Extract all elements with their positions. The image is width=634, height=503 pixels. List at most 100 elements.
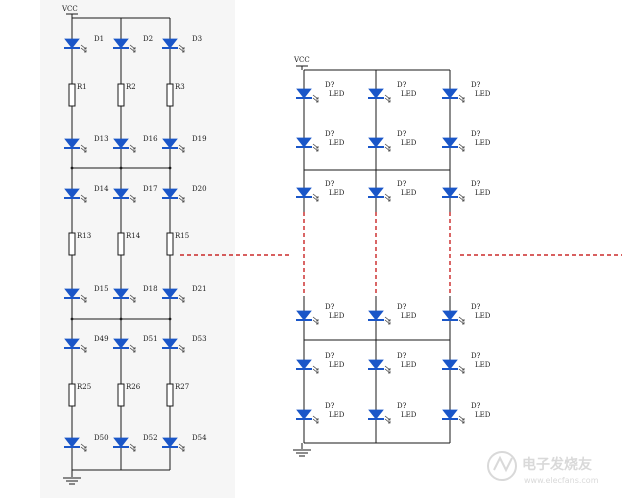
- arrow-head: [388, 319, 391, 322]
- diode-triangle: [64, 38, 80, 49]
- diode-triangle: [162, 338, 178, 349]
- diode-label: D2: [143, 35, 153, 43]
- arrow-head: [84, 449, 87, 452]
- led-diode: [113, 188, 136, 203]
- arrow-stroke: [178, 47, 185, 53]
- arrow-head: [182, 197, 185, 200]
- diode-value-label: LED: [475, 312, 491, 320]
- diode-value-label: LED: [329, 189, 345, 197]
- arrow-stroke: [129, 147, 136, 153]
- diode-label: D18: [143, 285, 158, 293]
- arrow-head: [316, 149, 319, 152]
- arrow-stroke: [80, 294, 87, 300]
- diode-value-label: LED: [401, 90, 417, 98]
- arrow-head: [84, 150, 87, 153]
- arrow-stroke: [129, 446, 136, 452]
- arrow-head: [316, 421, 319, 424]
- elecfans-watermark: 电子发烧友 www.elecfans.com: [487, 451, 599, 485]
- diode-label: D21: [192, 285, 207, 293]
- diode-value-label: LED: [475, 90, 491, 98]
- arrow-head: [133, 350, 136, 353]
- emission-arrows-icon: [458, 143, 465, 152]
- arrow-stroke: [384, 365, 391, 371]
- arrow-stroke: [178, 297, 185, 303]
- resistor: [117, 232, 125, 256]
- arrow-head: [462, 322, 465, 325]
- arrow-head: [133, 200, 136, 203]
- emission-arrows-icon: [178, 194, 185, 203]
- arrow-head: [182, 449, 185, 452]
- arrow-stroke: [80, 344, 87, 350]
- arrow-stroke: [458, 316, 465, 322]
- arrow-stroke: [178, 443, 185, 449]
- diode-triangle: [368, 137, 384, 148]
- arrow-head: [84, 300, 87, 303]
- arrow-stroke: [80, 147, 87, 153]
- arrow-head: [182, 300, 185, 303]
- diode-triangle: [442, 88, 458, 99]
- arrow-stroke: [80, 443, 87, 449]
- arrow-stroke: [178, 44, 185, 50]
- arrow-stroke: [80, 446, 87, 452]
- emission-arrows-icon: [129, 194, 136, 203]
- arrow-stroke: [129, 197, 136, 203]
- emission-arrows-icon: [80, 443, 87, 452]
- arrow-stroke: [129, 294, 136, 300]
- arrow-head: [133, 147, 136, 150]
- resistor: [166, 232, 174, 256]
- arrow-head: [84, 197, 87, 200]
- diode-label: D14: [94, 185, 109, 193]
- arrow-stroke: [178, 344, 185, 350]
- arrow-head: [133, 300, 136, 303]
- resistor-label: R26: [126, 383, 141, 391]
- diode-ref-label: D?: [471, 352, 481, 360]
- arrow-stroke: [384, 196, 391, 202]
- arrow-stroke: [458, 196, 465, 202]
- arrow-head: [133, 449, 136, 452]
- emission-arrows-icon: [178, 44, 185, 53]
- arrow-head: [182, 350, 185, 353]
- resistor-label: R25: [77, 383, 91, 391]
- diode-triangle: [296, 187, 312, 198]
- arrow-head: [316, 199, 319, 202]
- resistor: [68, 83, 76, 107]
- arrow-stroke: [129, 44, 136, 50]
- arrow-stroke: [312, 143, 319, 149]
- led-diode: [64, 288, 87, 303]
- arrow-head: [84, 50, 87, 53]
- arrow-head: [182, 446, 185, 449]
- diode-triangle: [113, 288, 129, 299]
- diode-triangle: [442, 409, 458, 420]
- led-diode: [162, 38, 185, 53]
- circuit-b: VCC D?LEDD?LEDD?LEDD?LEDD?LEDD?LEDD?LEDD…: [293, 56, 491, 457]
- arrow-stroke: [458, 143, 465, 149]
- diode-triangle: [296, 88, 312, 99]
- diode-triangle: [162, 138, 178, 149]
- led-diode: [442, 359, 465, 374]
- diode-triangle: [162, 188, 178, 199]
- emission-arrows-icon: [312, 143, 319, 152]
- emission-arrows-icon: [178, 443, 185, 452]
- led-diode: [442, 409, 465, 424]
- diode-triangle: [113, 38, 129, 49]
- diode-triangle: [162, 38, 178, 49]
- arrow-stroke: [178, 347, 185, 353]
- emission-arrows-icon: [458, 193, 465, 202]
- emission-arrows-icon: [129, 44, 136, 53]
- circuit-a: VCC D1D13D14D15D49D50R1R13R25D2D16D17D18…: [61, 5, 207, 485]
- resistor-label: R2: [126, 83, 136, 91]
- emission-arrows-icon: [312, 415, 319, 424]
- arrow-head: [388, 371, 391, 374]
- led-diode: [296, 187, 319, 202]
- diode-label: D16: [143, 135, 158, 143]
- arrow-stroke: [384, 316, 391, 322]
- led-diode: [64, 188, 87, 203]
- arrow-head: [388, 196, 391, 199]
- diode-ref-label: D?: [325, 180, 335, 188]
- led-diode: [296, 359, 319, 374]
- arrow-stroke: [178, 194, 185, 200]
- diode-ref-label: D?: [325, 81, 335, 89]
- emission-arrows-icon: [458, 94, 465, 103]
- led-diode: [296, 310, 319, 325]
